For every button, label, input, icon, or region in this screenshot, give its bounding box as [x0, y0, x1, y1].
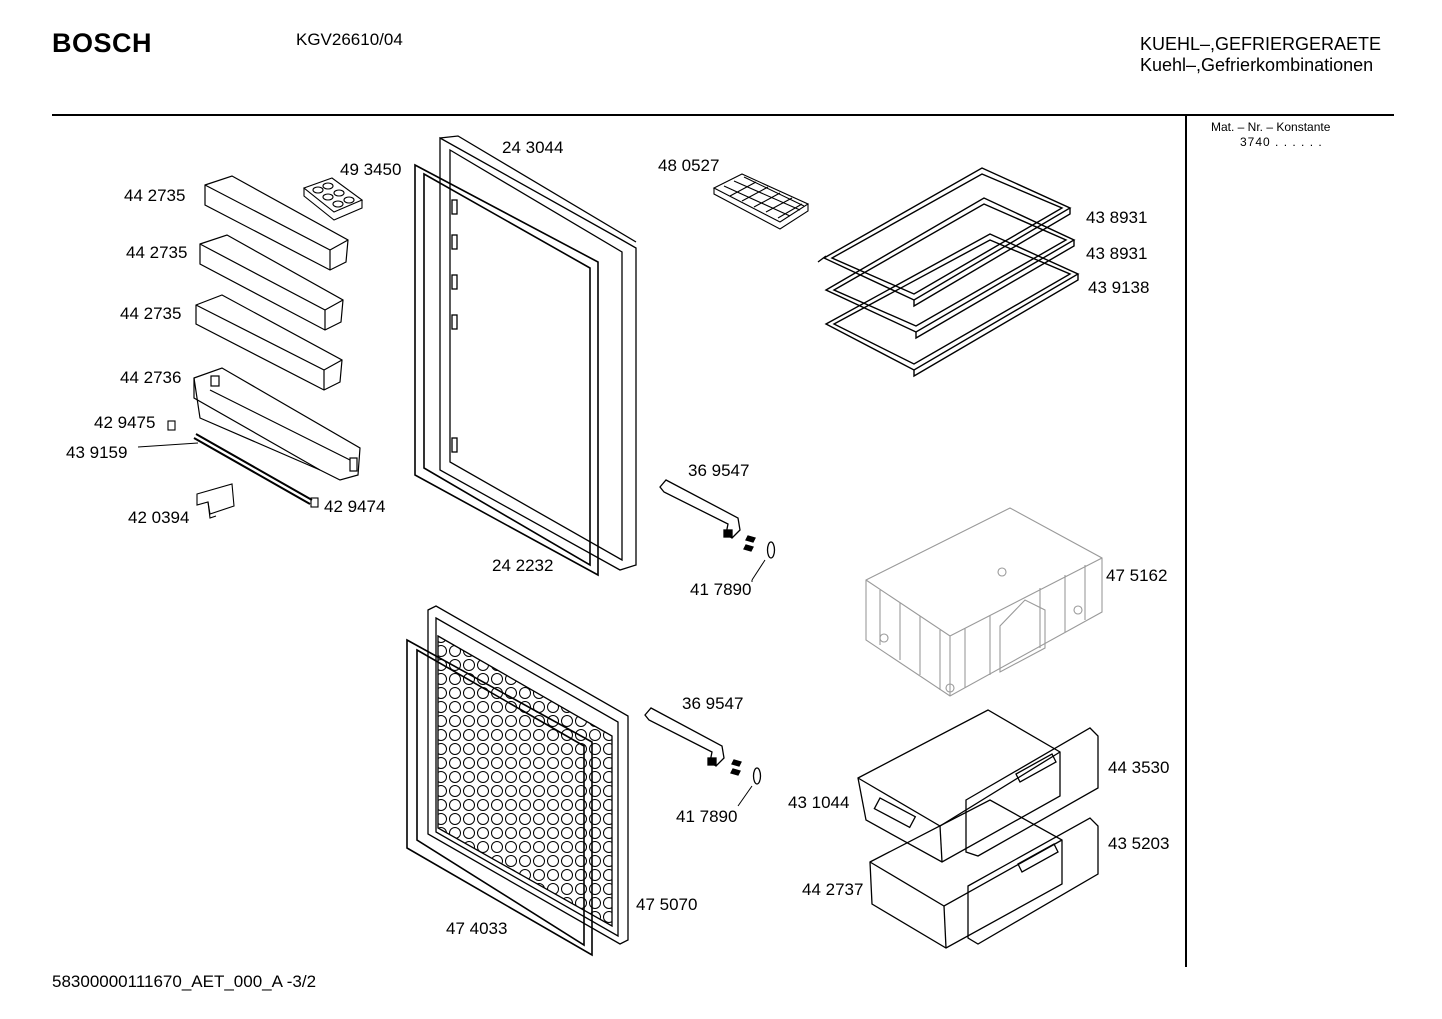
part-label: 43 8931	[1086, 244, 1147, 263]
part-label: 44 2735	[124, 186, 185, 205]
small-clips	[137, 420, 319, 519]
part-label: 24 2232	[492, 556, 553, 575]
part-label: 42 0394	[128, 508, 189, 527]
lower-handle	[644, 707, 762, 807]
part-label: 47 5162	[1106, 566, 1167, 585]
part-label: 42 9475	[94, 413, 155, 432]
part-labels: 49 3450 24 3044 48 0527 44 2735 44 2735 …	[66, 138, 1169, 938]
freezer-drawer-lower	[869, 799, 1099, 949]
part-label: 42 9474	[324, 497, 385, 516]
part-label: 36 9547	[688, 461, 749, 480]
category-title: KUEHL–,GEFRIERGERAETE	[1140, 34, 1382, 54]
sidebar-divider	[1185, 115, 1187, 967]
glass-shelf-3	[824, 233, 1080, 378]
part-label: 43 9159	[66, 443, 127, 462]
mat-number-label: Mat. – Nr. – Konstante	[1211, 120, 1331, 134]
part-label: 41 7890	[690, 580, 751, 599]
brand-logo: BOSCH	[52, 28, 153, 58]
crisper-bin	[865, 507, 1103, 697]
egg-tray	[302, 177, 364, 221]
freezer-door	[427, 605, 629, 945]
part-label: 43 8931	[1086, 208, 1147, 227]
part-label: 44 2737	[802, 880, 863, 899]
model-number: KGV26610/04	[296, 30, 403, 49]
part-label: 41 7890	[676, 807, 737, 826]
freezer-door-gasket	[406, 638, 593, 957]
part-label: 44 2735	[120, 304, 181, 323]
door-shelf-2	[199, 234, 344, 331]
part-label: 44 2736	[120, 368, 181, 387]
part-label: 43 9138	[1088, 278, 1149, 297]
door-shelf-1	[204, 175, 349, 271]
upper-handle	[659, 479, 776, 581]
part-label: 24 3044	[502, 138, 563, 157]
part-label: 36 9547	[682, 694, 743, 713]
ice-cube-tray	[712, 173, 810, 230]
glass-shelf-1	[817, 167, 1072, 308]
category-subtitle: Kuehl–,Gefrierkombinationen	[1140, 55, 1374, 75]
freezer-drawer-upper	[857, 709, 1099, 863]
part-label: 48 0527	[658, 156, 719, 175]
mat-number-value: 3740 . . . . . .	[1240, 135, 1323, 149]
part-label: 47 4033	[446, 919, 507, 938]
part-label: 44 2735	[126, 243, 187, 262]
part-label: 49 3450	[340, 160, 401, 179]
bottle-shelf	[193, 367, 361, 481]
part-label: 43 1044	[788, 793, 849, 812]
document-id: 58300000111670_AET_000_A -3/2	[52, 972, 317, 991]
part-label: 47 5070	[636, 895, 697, 914]
door-shelf-3	[195, 294, 343, 391]
part-label: 43 5203	[1108, 834, 1169, 853]
part-label: 44 3530	[1108, 758, 1169, 777]
header-divider	[52, 114, 1394, 116]
fridge-door-gasket	[414, 163, 599, 577]
glass-shelf-2	[824, 197, 1076, 340]
fridge-door	[439, 135, 637, 571]
